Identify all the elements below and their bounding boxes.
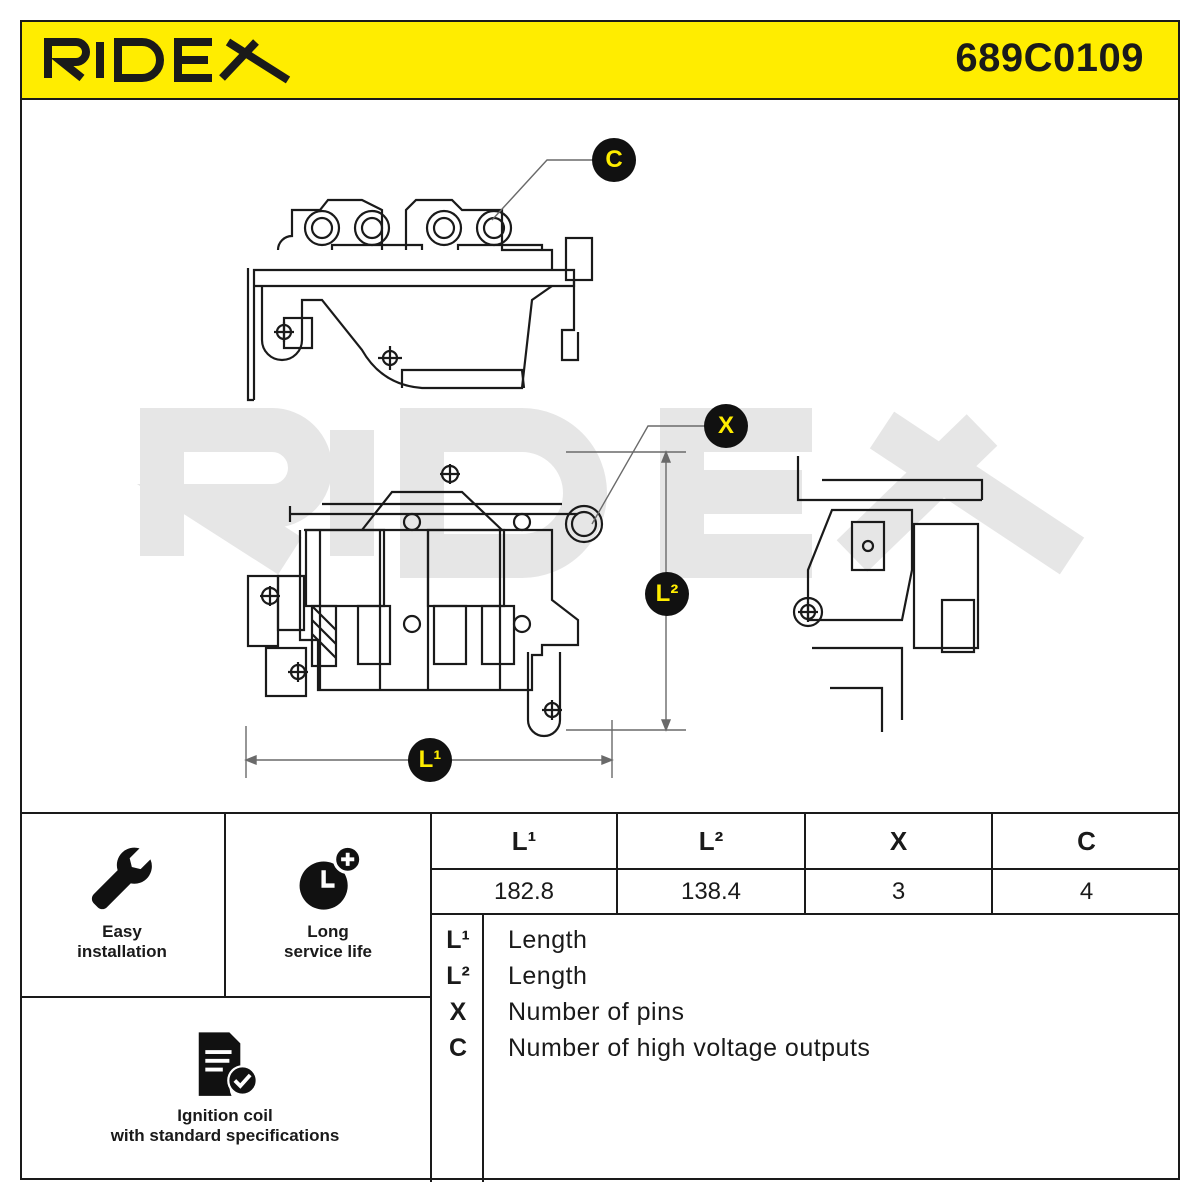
spec-value-x: 3 (891, 878, 906, 905)
feature-label-line2: service life (284, 942, 372, 961)
legend-key-l1: L¹ (446, 926, 470, 954)
legend-label-l1: Length (508, 926, 588, 954)
legend-label-c: Number of high voltage outputs (508, 1034, 871, 1062)
legend-key-l2: L² (446, 962, 470, 990)
legend-label-l2: Length (508, 962, 588, 990)
part-number: 689C0109 (955, 36, 1144, 80)
spec-value-l1: 182.8 (493, 878, 555, 905)
feature-label-line1: Ignition coil (177, 1106, 273, 1125)
callout-l2: L² (645, 572, 689, 616)
feature-easy-installation: Easy installation (20, 844, 224, 962)
spec-header-c: C (1077, 826, 1096, 856)
feature-standard-specs: Ignition coil with standard specificatio… (20, 1028, 430, 1146)
feature-label-line1: Easy (102, 922, 142, 941)
spec-header-x: X (889, 826, 908, 856)
legend-label-x: Number of pins (508, 998, 685, 1026)
sheet-frame (20, 20, 1180, 1180)
callout-x: X (704, 404, 748, 448)
feature-label-line2: installation (77, 942, 167, 961)
feature-long-service-life: Long service life (226, 844, 430, 962)
spec-value-c: 4 (1079, 878, 1094, 905)
info-section: Easy installation Long service life Igni… (20, 812, 1180, 1182)
legend-key-c: C (448, 1034, 468, 1062)
spec-header-l2: L² (698, 826, 724, 856)
feature-label-line1: Long (307, 922, 349, 941)
callout-l1: L¹ (408, 738, 452, 782)
callout-c: C (592, 138, 636, 182)
document-check-icon (198, 1032, 258, 1096)
spec-value-l2: 138.4 (680, 878, 742, 905)
ridex-logo (44, 38, 291, 84)
clock-plus-icon (299, 844, 363, 910)
wrench-icon (91, 847, 152, 910)
legend-key-x: X (449, 998, 467, 1026)
feature-label-line2: with standard specifications (110, 1126, 340, 1145)
spec-header-l1: L¹ (511, 826, 537, 856)
